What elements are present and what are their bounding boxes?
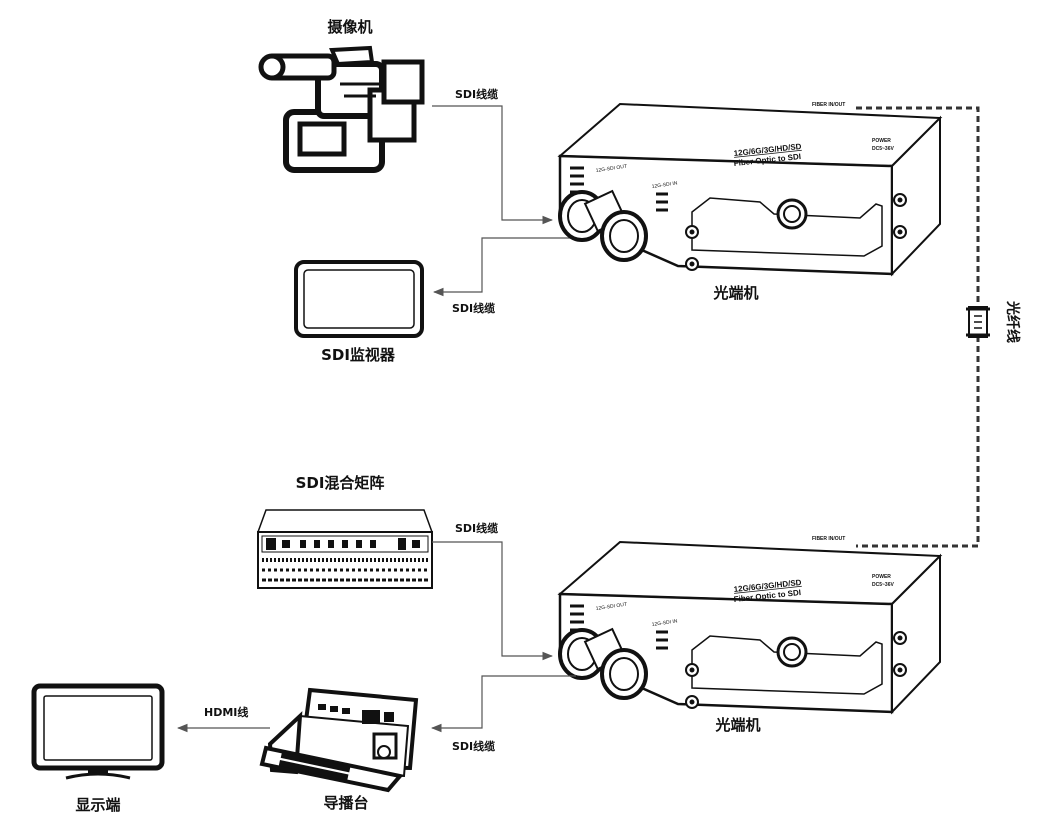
switcher-device: 导播台	[259, 687, 419, 812]
sdi-matrix-device: SDI混合矩阵	[256, 474, 434, 589]
video-camera-icon	[258, 45, 425, 173]
cable-camera-to-converter	[432, 105, 554, 225]
cable-label-display: HDMI线	[204, 705, 248, 719]
fiber-connector-icon	[966, 306, 990, 338]
bottom-converter-label: 光端机	[714, 716, 760, 734]
tv-display-icon	[31, 683, 165, 780]
fiber-converter-icon	[558, 102, 942, 276]
monitor-icon	[294, 260, 424, 338]
top-converter-fiber: FIBER IN/OUT	[812, 102, 845, 108]
bottom-converter-fiber: FIBER IN/OUT	[812, 536, 845, 542]
cable-label-matrix: SDI线缆	[455, 521, 498, 535]
sdi-monitor-label: SDI监视器	[321, 346, 396, 364]
top-converter-port-out: 12G-SDI OUT	[595, 164, 627, 174]
fiber-converter-icon	[558, 540, 942, 714]
display-label: 显示端	[75, 796, 120, 814]
cable-label-switcher: SDI线缆	[452, 739, 495, 753]
sdi-monitor-device: SDI监视器	[294, 260, 424, 364]
cable-label-monitor: SDI线缆	[452, 301, 495, 315]
bottom-converter-power: POWER	[872, 574, 891, 580]
cable-matrix-to-converter	[432, 541, 554, 661]
fiber-cable: 光纤线	[856, 106, 1021, 548]
cable-label-camera: SDI线缆	[455, 87, 498, 101]
bottom-converter-port-out: 12G-SDI OUT	[595, 602, 627, 612]
top-converter-device: 12G/6G/3G/HD/SD Fiber Optic to SDI 12G-S…	[558, 102, 942, 302]
display-device: 显示端	[31, 683, 165, 814]
switcher-label: 导播台	[323, 794, 368, 812]
fiber-label: 光纤线	[1004, 300, 1021, 343]
sdi-matrix-icon	[256, 509, 434, 589]
bottom-converter-power-spec: DC5~36V	[872, 582, 894, 588]
bottom-converter-port-in: 12G-SDI IN	[651, 618, 678, 628]
camera-label: 摄像机	[327, 18, 372, 36]
sdi-matrix-label: SDI混合矩阵	[296, 474, 385, 492]
switcher-console-icon	[259, 687, 419, 793]
top-converter-port-in: 12G-SDI IN	[651, 180, 678, 190]
top-converter-power-spec: DC5~36V	[872, 146, 894, 152]
top-converter-power: POWER	[872, 138, 891, 144]
cable-converter-to-monitor	[432, 237, 576, 297]
bottom-converter-device: 12G/6G/3G/HD/SD Fiber Optic to SDI 12G-S…	[558, 536, 942, 734]
top-converter-label: 光端机	[712, 284, 758, 302]
camera-device: 摄像机	[258, 18, 425, 173]
cable-converter-to-switcher	[430, 675, 576, 733]
